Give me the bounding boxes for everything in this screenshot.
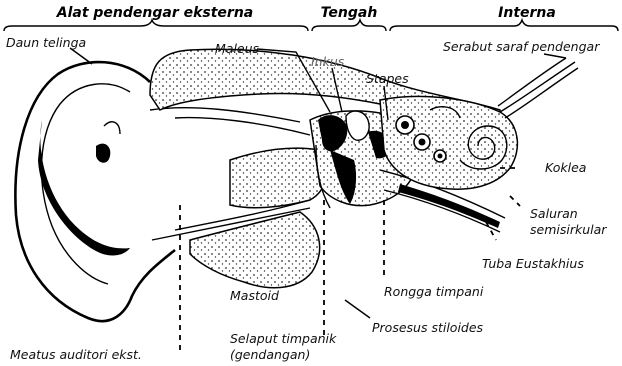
section-title-external: Alat pendengar eksterna <box>56 5 254 21</box>
label-gendangan: (gendangan) <box>230 347 310 362</box>
section-title-inner: Interna <box>498 5 556 21</box>
auditory-nerve <box>498 58 578 118</box>
label-saluran: Saluran <box>530 206 578 221</box>
label-daun-telinga: Daun telinga <box>6 35 86 50</box>
label-koklea: Koklea <box>545 160 586 175</box>
label-meatus: Meatus auditori ekst. <box>10 347 142 362</box>
label-rongga-timpani: Rongga timpani <box>384 284 484 299</box>
section-title-middle: Tengah <box>321 5 378 21</box>
label-maleus: Maleus <box>215 41 260 56</box>
label-mastoid: Mastoid <box>230 288 279 303</box>
label-inkus: Inkus <box>311 54 345 69</box>
section-brackets <box>4 20 618 31</box>
label-tuba-eustakhius: Tuba Eustakhius <box>482 256 584 271</box>
label-selaput-timpanik: Selaput timpanik <box>230 331 337 346</box>
label-prosesus-stiloides: Prosesus stiloides <box>372 320 484 335</box>
label-semisirkular: semisirkular <box>530 222 607 237</box>
styloid-region <box>230 148 326 208</box>
label-stapes: Stapes <box>366 71 409 86</box>
label-serabut-saraf: Serabut saraf pendengar <box>443 39 600 54</box>
